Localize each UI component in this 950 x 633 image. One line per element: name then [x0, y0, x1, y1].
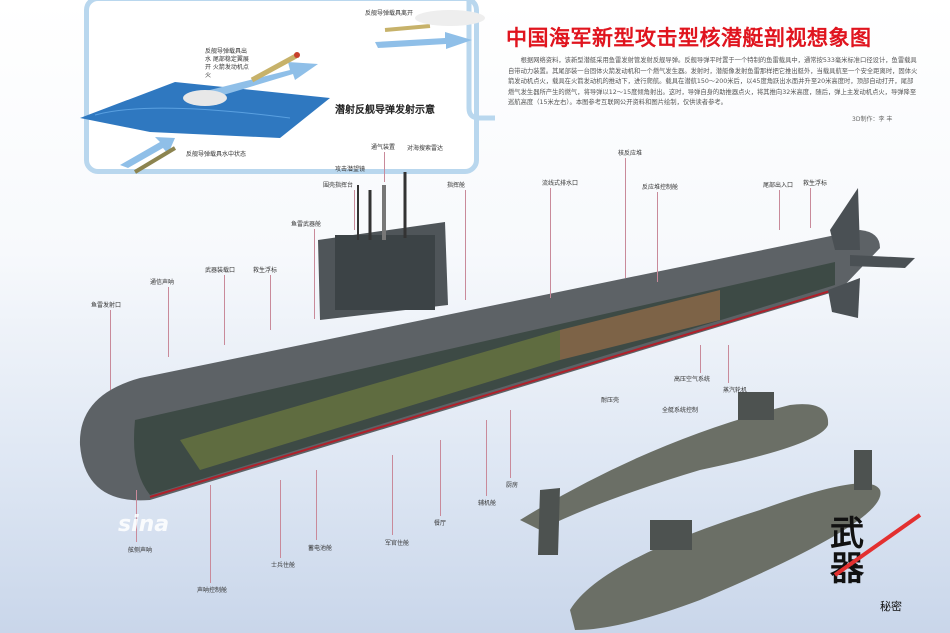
callout-label: 围壳指挥台: [322, 182, 354, 189]
page-title: 中国海军新型攻击型核潜艇剖视想象图: [506, 26, 872, 50]
callout-label: 尾部出入口: [762, 182, 794, 189]
callout-label: 反应堆控制舱: [641, 184, 679, 191]
inset-label: 反舰导弹载具水中状态: [186, 151, 247, 158]
arrow: [120, 137, 175, 168]
callout-label: 流线式排水口: [541, 180, 579, 187]
inset-label: 反舰导弹载具离开: [365, 10, 414, 17]
callout-label: 耐压壳: [600, 397, 620, 404]
callout-label: 核反应堆: [617, 150, 643, 157]
sina-watermark: sina: [118, 512, 170, 537]
callout-label: 声呐控制舱: [196, 587, 228, 594]
callout-label: 蓄电池舱: [307, 545, 333, 552]
callout-label: 救生浮标: [252, 267, 278, 274]
description-text: 根据网络资料，该新型潜艇采用鱼雷发射管发射反舰导弹。反舰导弹平时置于一个特制的鱼…: [508, 57, 918, 106]
credit: 3D制作：李 丰: [852, 116, 893, 123]
missile: [133, 146, 177, 174]
callout-label: 通信声呐: [149, 279, 175, 286]
callout-label: 高压空气系统: [673, 376, 711, 383]
callout-label: 全艇系统控制: [661, 407, 699, 414]
callout-label: 舷侧声呐: [127, 547, 153, 554]
callout-label: 辅机舱: [477, 500, 497, 507]
arrow: [190, 62, 318, 102]
rudder: [830, 188, 860, 250]
callout-label: 餐厅: [433, 520, 447, 527]
callout-label: 救生浮标: [802, 180, 828, 187]
svg-text:器: 器: [830, 549, 865, 589]
callout-label: 通气装置: [370, 144, 396, 151]
callout-label: 攻击潜望镜: [334, 166, 366, 173]
callout-label: 蒸汽轮机: [722, 387, 748, 394]
callout-label: 军官住舱: [384, 540, 410, 547]
callout-label: 对海搜索雷达: [406, 145, 444, 152]
missile: [250, 53, 298, 83]
callout-label: 鱼雷武器舱: [290, 221, 322, 228]
watermark-logo: 武 器: [830, 513, 922, 589]
submarine-top-view: [570, 483, 881, 630]
callout-label: 鱼雷发射口: [90, 302, 122, 309]
submarine-side-view: [520, 404, 829, 530]
callout-label: 武器装载口: [204, 267, 236, 274]
inset-title: 潜射反舰导弹发射示意: [335, 105, 435, 116]
inset-label: 反舰导弹载具出水 尾部稳定翼展开 火箭发动机点火: [205, 48, 249, 79]
arrow: [375, 32, 472, 49]
callout-label: 士兵住舱: [270, 562, 296, 569]
callout-label: 指挥舱: [446, 182, 466, 189]
callout-label: 厨房: [505, 482, 519, 489]
svg-text:武: 武: [830, 514, 864, 554]
missile: [384, 24, 431, 32]
watermark-small-text: 秘密: [880, 600, 902, 613]
